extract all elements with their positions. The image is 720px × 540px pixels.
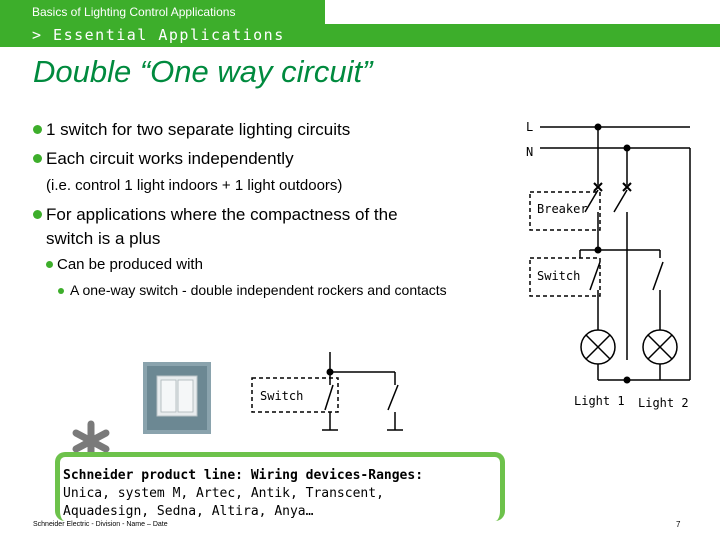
bullet-text: A one-way switch - double independent ro… <box>70 282 447 298</box>
lamp-2-cross-b <box>647 334 673 360</box>
slide-title: Double “One way circuit” <box>33 54 373 89</box>
switch-box <box>529 257 601 297</box>
double-switch-photo <box>143 362 211 434</box>
footer-text: Schneider Electric - Division - Name – D… <box>33 521 168 528</box>
bullet-independent: Each circuit works independently <box>33 149 294 169</box>
breaker-box <box>529 191 601 231</box>
breaker-contact-2 <box>613 189 628 213</box>
switch-schem-box <box>251 377 339 413</box>
bullet-compactness-cont: switch is a plus <box>46 229 161 248</box>
bullet-dot-icon <box>33 210 42 219</box>
bullet-compactness: For applications where the compactness o… <box>33 205 398 225</box>
breaker-contact-1 <box>584 189 599 213</box>
page-number: 7 <box>676 520 681 529</box>
section-label: > Essential Applications <box>32 26 285 44</box>
product-line-heading: Schneider product line: Wiring devices-R… <box>63 468 424 483</box>
bullet-text: Each circuit works independently <box>46 149 294 168</box>
junction-dot-L <box>594 123 602 131</box>
breaker-x-1b <box>593 182 603 192</box>
label-L: L <box>526 120 533 134</box>
bullet-dot-icon <box>33 125 42 134</box>
course-title: Basics of Lighting Control Applications <box>32 5 236 19</box>
label-light-1: Light 1 <box>574 394 625 408</box>
bullet-dot-icon <box>33 154 42 163</box>
switch-schem-label: Switch <box>260 389 303 403</box>
bullet-text: For applications where the compactness o… <box>46 205 398 224</box>
bullet-text: Can be produced with <box>57 256 203 273</box>
junction-dot-return <box>623 376 631 384</box>
switch-schem-contact-2 <box>387 384 399 411</box>
switch-contact-1 <box>589 261 601 291</box>
junction-dot-switch <box>594 246 602 254</box>
bullet-one-switch: 1 switch for two separate lighting circu… <box>33 120 350 140</box>
lamp-1-cross-b <box>585 334 611 360</box>
product-line-ranges-1: Unica, system M, Artec, Antik, Transcent… <box>63 486 384 501</box>
junction-dot-N <box>623 144 631 152</box>
label-light-2: Light 2 <box>638 396 689 410</box>
product-line-ranges-2: Aquadesign, Sedna, Altira, Anya… <box>63 504 314 519</box>
switch-contact-2 <box>652 261 664 291</box>
breaker-x-2b <box>622 182 632 192</box>
bullet-note: (i.e. control 1 light indoors + 1 light … <box>46 177 343 194</box>
label-switch: Switch <box>537 269 580 283</box>
bullet-dot-icon <box>58 288 64 294</box>
product-line-box <box>55 452 505 521</box>
sub-bullet-produced: Can be produced with <box>46 256 203 273</box>
course-title-band <box>0 0 325 24</box>
bullet-dot-icon <box>46 261 53 268</box>
rocker-right <box>177 379 194 413</box>
bullet-text: 1 switch for two separate lighting circu… <box>46 120 351 139</box>
product-line-text: Schneider product line: Wiring devices-R… <box>63 467 423 521</box>
switch-schem-contact-1 <box>324 384 334 411</box>
top-bar: Basics of Lighting Control Applications <box>0 0 720 24</box>
rocker-left <box>160 379 177 413</box>
switch-schem-junction <box>326 368 334 376</box>
section-band <box>0 24 720 47</box>
label-N: N <box>526 145 533 159</box>
sub-sub-bullet-one-way: A one-way switch - double independent ro… <box>58 282 447 298</box>
label-breaker: Breaker <box>537 202 588 216</box>
